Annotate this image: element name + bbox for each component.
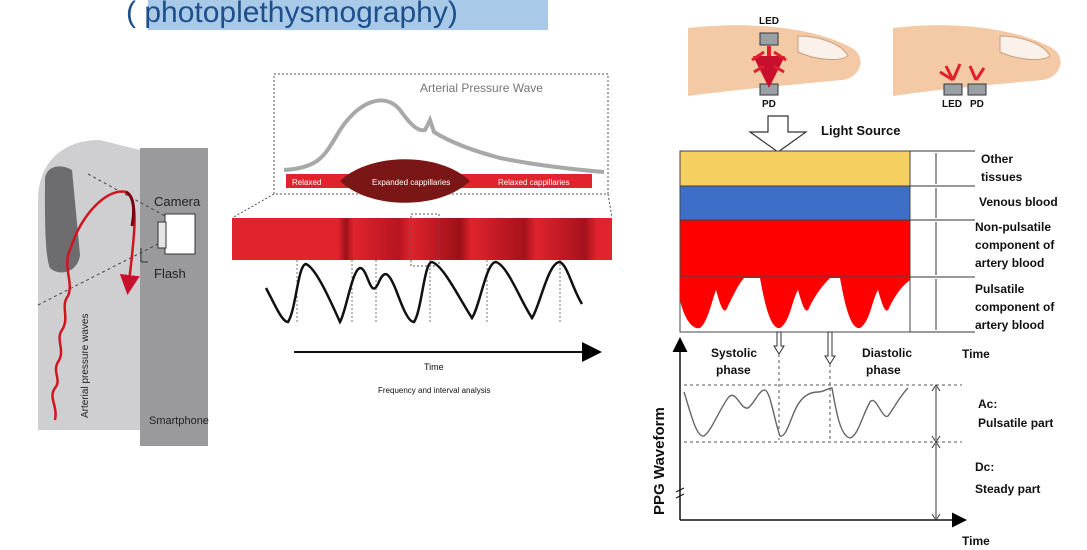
led-label-2: LED	[942, 99, 962, 110]
pressure-wave-diagram: Arterial Pressure Wave Relaxed Expanded …	[231, 73, 613, 395]
layer-nonpulsatile-artery	[679, 219, 911, 278]
pulsatile-label-2: component of	[975, 300, 1055, 314]
layer-dimension-lines	[910, 150, 975, 333]
nonpulsatile-label-2: component of	[975, 238, 1055, 252]
red-signal-band	[232, 218, 612, 260]
systolic-arrow	[773, 331, 785, 355]
diastolic-label-2: phase	[866, 363, 901, 377]
photodiode-2	[967, 83, 987, 96]
camera-label: Camera	[154, 194, 201, 209]
fingernail-transmission	[797, 35, 849, 60]
zoom-line-right	[607, 193, 613, 219]
dc-label-2: Steady part	[975, 482, 1040, 496]
light-scatter-1	[751, 50, 787, 74]
systolic-label-2: phase	[716, 363, 751, 377]
led-label-1: LED	[759, 16, 779, 27]
axis-break	[675, 487, 685, 499]
pd-label-1: PD	[762, 99, 776, 110]
inset-title: Arterial Pressure Wave	[420, 81, 543, 95]
pulsatile-peaks	[680, 277, 910, 329]
diastolic-label-1: Diastolic	[862, 346, 912, 360]
pd-label-2: PD	[970, 99, 984, 110]
ppg-waveform	[683, 387, 909, 439]
zoom-window	[410, 213, 440, 267]
zoom-line-left	[231, 193, 275, 219]
expanded-capillary	[340, 159, 470, 203]
light-source-arrow	[748, 115, 808, 153]
ac-label-2: Pulsatile part	[978, 416, 1053, 430]
analysis-label: Frequency and interval analysis	[378, 386, 491, 395]
nonpulsatile-label-3: artery blood	[975, 256, 1044, 270]
nonpulsatile-label-1: Non-pulsatile	[975, 220, 1051, 234]
ppg-axis-label: PPG Waveform	[651, 407, 668, 515]
time-label-2: Time	[962, 534, 990, 548]
light-source-label: Light Source	[821, 123, 900, 138]
camera-view-line-top	[87, 173, 166, 217]
smartphone-body	[140, 148, 208, 446]
led-emitter-1	[759, 32, 779, 46]
led-emitter-2	[943, 83, 963, 96]
pulsatile-label-3: artery blood	[975, 318, 1044, 332]
layer-venous-blood	[679, 185, 911, 221]
dc-label-1: Dc:	[975, 460, 994, 474]
camera-lens	[164, 213, 196, 255]
heading-highlight	[148, 0, 548, 30]
pulse-waveform	[264, 260, 584, 325]
ppg-principle-diagram: LED PD LED PD Light Source Other	[651, 16, 1061, 548]
camera-view-line-bottom	[37, 243, 159, 306]
finger-smartphone-illustration: Camera Flash Smartphone Arterial pressur…	[37, 140, 209, 446]
flash-led	[157, 221, 167, 249]
dc-arrowheads	[931, 441, 941, 521]
diastolic-arrow	[824, 331, 836, 365]
page-heading: ( photoplethysmography)	[126, 0, 458, 29]
smartphone-label: Smartphone	[149, 415, 209, 427]
other-tissues-label-2: tissues	[981, 170, 1023, 184]
light-scatter-2	[939, 63, 986, 82]
other-tissues-label-1: Other	[981, 152, 1013, 166]
relaxed-label: Relaxed	[292, 178, 321, 187]
layer-other-tissues	[679, 150, 911, 187]
flash-label: Flash	[154, 266, 186, 281]
pulsatile-label-1: Pulsatile	[975, 282, 1025, 296]
expanded-label: Expanded cappillaries	[372, 178, 450, 187]
arterial-wave-curve	[283, 98, 605, 174]
pressure-wave-shadow	[125, 190, 136, 227]
relaxed-capillaries-label: Relaxed cappillaries	[498, 178, 570, 187]
ac-label-1: Ac:	[978, 397, 997, 411]
time-label-1: Time	[962, 347, 990, 361]
time-axis-label: Time	[424, 362, 444, 372]
photodiode-1	[759, 83, 779, 96]
venous-blood-label: Venous blood	[979, 195, 1058, 209]
systolic-label-1: Systolic	[711, 346, 757, 360]
fingernail-reflection	[999, 35, 1051, 60]
pressure-waves-label: Arterial pressure waves	[80, 314, 91, 418]
